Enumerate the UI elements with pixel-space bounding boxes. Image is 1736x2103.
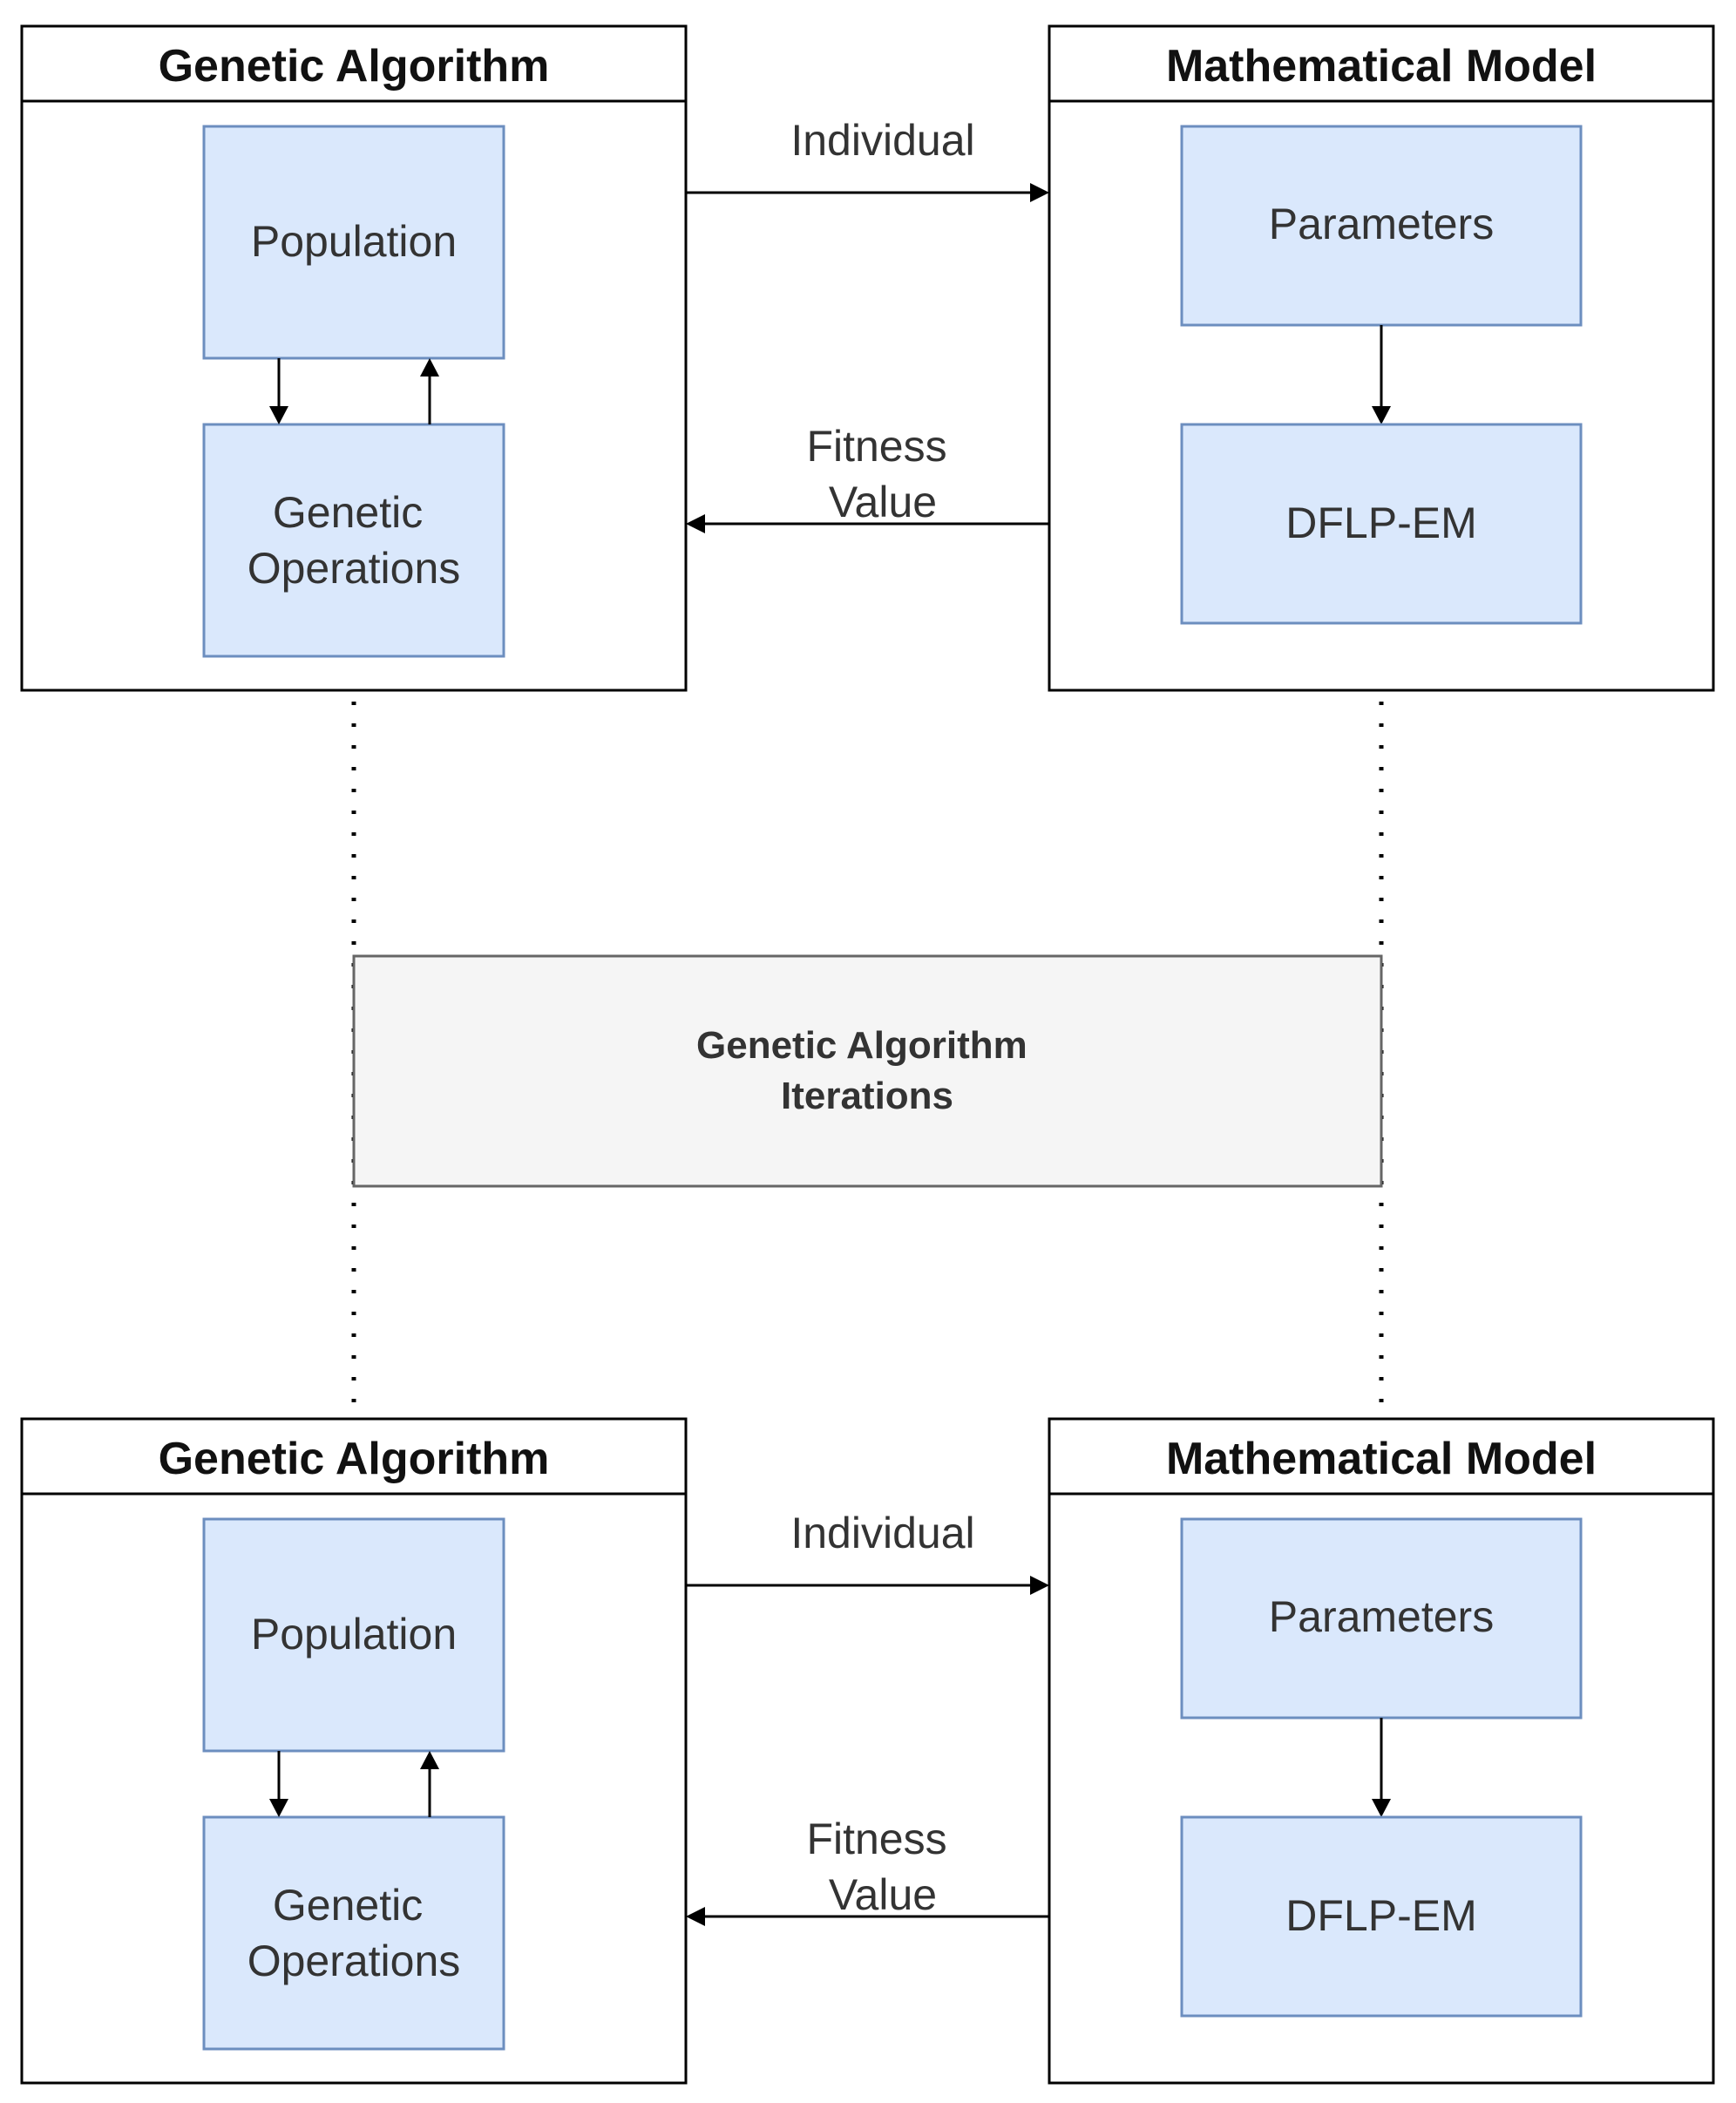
top-operations-to-population-arrow <box>420 358 439 424</box>
top-population-node: Population <box>202 125 505 360</box>
top-genetic-operations-line1: Genetic <box>273 488 423 537</box>
bottom-operations-to-population-arrow <box>420 1751 439 1817</box>
top-parameters-node: Parameters <box>1180 125 1583 327</box>
bottom-fitness-value-arrow: Fitness Value <box>686 1815 1049 1926</box>
top-stage: Genetic Algorithm Population Genetic Ope… <box>20 24 1715 692</box>
top-fitness-line2: Value <box>829 478 937 526</box>
bottom-dflp-em-node: DFLP-EM <box>1180 1815 1583 2018</box>
top-individual-arrow: Individual <box>686 116 1049 202</box>
bottom-mm-title: Mathematical Model <box>1166 1434 1597 1484</box>
iterations-line2: Iterations <box>781 1075 953 1117</box>
bottom-population-node: Population <box>202 1517 505 1753</box>
iterations-box: Genetic Algorithm Iterations <box>352 954 1383 1188</box>
bottom-individual-label: Individual <box>790 1509 974 1557</box>
top-mm-container: Mathematical Model Parameters DFLP-EM <box>1048 24 1715 692</box>
top-dflp-em-node: DFLP-EM <box>1180 423 1583 625</box>
bottom-ga-title: Genetic Algorithm <box>159 1434 550 1484</box>
top-dflp-em-label: DFLP-EM <box>1285 499 1476 547</box>
iterations-label: Genetic Algorithm Iterations <box>696 1024 1038 1117</box>
bottom-population-to-operations-arrow <box>269 1751 288 1817</box>
bottom-fitness-line2: Value <box>829 1870 937 1919</box>
bottom-genetic-operations-line1: Genetic <box>273 1881 423 1930</box>
bottom-parameters-label: Parameters <box>1269 1592 1494 1641</box>
bottom-population-label: Population <box>251 1610 457 1659</box>
top-ga-title: Genetic Algorithm <box>159 41 550 92</box>
bottom-stage: Genetic Algorithm Population Genetic Ope… <box>20 1417 1715 2085</box>
bottom-dflp-em-label: DFLP-EM <box>1285 1891 1476 1940</box>
top-ga-container: Genetic Algorithm Population Genetic Ope… <box>20 24 688 692</box>
top-population-label: Population <box>251 217 457 266</box>
iterations-line1: Genetic Algorithm <box>696 1024 1027 1067</box>
top-fitness-line1: Fitness <box>806 422 946 471</box>
top-parameters-label: Parameters <box>1269 200 1494 248</box>
top-population-to-operations-arrow <box>269 358 288 424</box>
top-mm-title: Mathematical Model <box>1166 41 1597 92</box>
top-genetic-operations-node: Genetic Operations <box>202 423 505 658</box>
bottom-genetic-operations-node: Genetic Operations <box>202 1815 505 2051</box>
bottom-fitness-value-label: Fitness Value <box>806 1815 959 1919</box>
bottom-mm-container: Mathematical Model Parameters DFLP-EM <box>1048 1417 1715 2085</box>
bottom-parameters-node: Parameters <box>1180 1517 1583 1720</box>
top-genetic-operations-label: Genetic Operations <box>248 488 461 593</box>
bottom-fitness-line1: Fitness <box>806 1815 946 1863</box>
top-genetic-operations-line2: Operations <box>248 544 461 593</box>
bottom-parameters-to-model-arrow <box>1372 1718 1391 1817</box>
bottom-genetic-operations-label: Genetic Operations <box>248 1881 461 1985</box>
bottom-ga-container: Genetic Algorithm Population Genetic Ope… <box>20 1417 688 2085</box>
top-fitness-value-arrow: Fitness Value <box>686 422 1049 533</box>
top-fitness-value-label: Fitness Value <box>806 422 959 526</box>
top-parameters-to-model-arrow <box>1372 325 1391 424</box>
bottom-genetic-operations-line2: Operations <box>248 1937 461 1985</box>
bottom-individual-arrow: Individual <box>686 1509 1049 1595</box>
top-individual-label: Individual <box>790 116 974 165</box>
